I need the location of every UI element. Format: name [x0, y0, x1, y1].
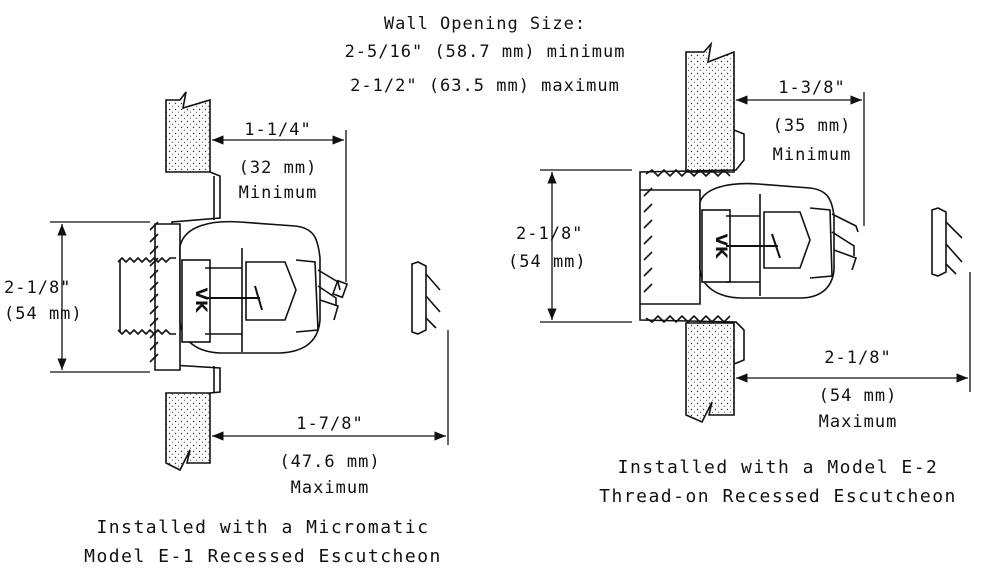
wall-opening-max: 2-1/2" (63.5 mm) maximum — [350, 76, 620, 96]
right-bottom-dim-note: Maximum — [818, 412, 898, 432]
left-dimensions — [50, 130, 449, 445]
right-cap — [931, 207, 963, 277]
right-assembly — [540, 41, 971, 424]
left-thread — [117, 221, 181, 371]
right-wall-lower — [685, 322, 735, 424]
right-wall-upper — [685, 41, 735, 173]
right-top-dim-note: Minimum — [772, 145, 852, 165]
left-wall-lower — [165, 392, 211, 472]
right-bottom-dim-mm: (54 mm) — [818, 386, 898, 406]
right-dimensions — [540, 92, 971, 392]
left-wall-upper — [165, 91, 211, 173]
right-top-dim: 1-3/8" — [778, 78, 846, 98]
left-cap — [411, 261, 441, 335]
wall-opening-min: 2-5/16" (58.7 mm) minimum — [344, 42, 626, 62]
right-caption-line2: Thread-on Recessed Escutcheon — [599, 486, 957, 507]
left-assembly — [50, 91, 449, 472]
right-height-dim-mm: (54 mm) — [508, 252, 587, 272]
right-height-dim: 2-1/8" — [516, 224, 584, 244]
left-deflector — [317, 269, 349, 321]
right-top-dim-mm: (35 mm) — [772, 116, 852, 136]
left-top-dim-mm: (32 mm) — [238, 158, 318, 178]
left-top-dim-note: Minimum — [238, 183, 318, 203]
right-escutcheon — [639, 129, 745, 365]
right-caption-line1: Installed with a Model E-2 — [617, 457, 939, 478]
left-bottom-dim-note: Maximum — [290, 478, 370, 498]
left-sprinkler-body — [179, 220, 321, 354]
right-deflector — [831, 213, 859, 271]
wall-opening-title: Wall Opening Size: — [383, 14, 587, 34]
right-vk-logo: VK — [712, 234, 731, 259]
right-sprinkler-body — [699, 182, 835, 299]
left-vk-logo: VK — [192, 288, 211, 313]
left-bottom-dim-mm: (47.6 mm) — [279, 452, 381, 472]
left-bottom-dim: 1-7/8" — [296, 414, 364, 434]
right-bottom-dim: 2-1/8" — [824, 348, 892, 368]
left-height-dim-mm: (54 mm) — [4, 304, 83, 324]
left-caption-line2: Model E-1 Recessed Escutcheon — [84, 546, 442, 567]
left-height-dim: 2-1/8" — [4, 278, 72, 298]
left-caption-line1: Installed with a Micromatic — [96, 517, 430, 538]
left-top-dim: 1-1/4" — [244, 120, 312, 140]
